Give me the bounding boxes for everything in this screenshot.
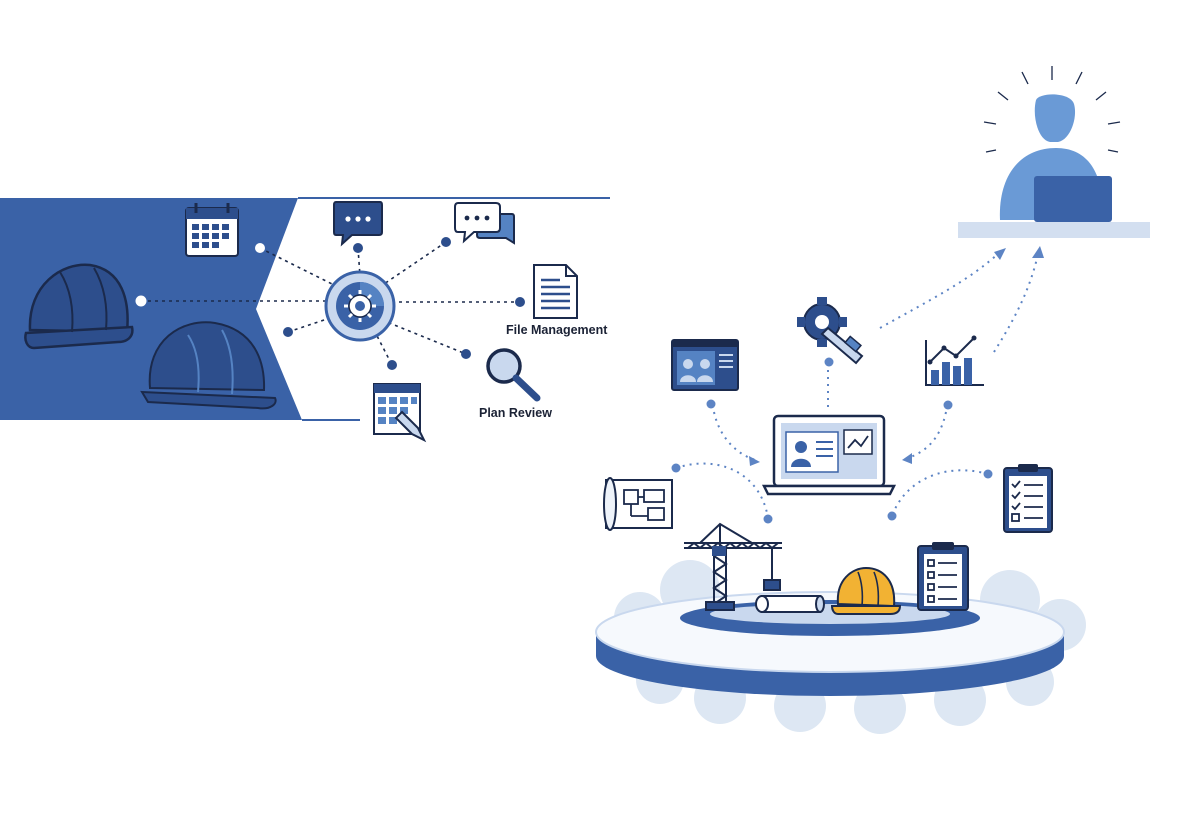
rolled-plans-icon (755, 595, 825, 613)
connector-dots (135, 237, 525, 370)
clipboard-icon (917, 542, 969, 611)
yellow-hardhat-icon (830, 566, 902, 615)
laptop-flow-arrows (675, 370, 989, 519)
crane-icon (684, 522, 782, 611)
gear-wrench-icon (797, 297, 864, 365)
right-workflow-illustration (595, 66, 1150, 734)
bar-chart-icon (925, 335, 984, 386)
crane-cab (712, 546, 726, 556)
magnifier-icon (486, 348, 541, 402)
left-hub-panel: File Management Plan Review (0, 197, 610, 443)
person-laptop-icon (958, 66, 1150, 238)
gear-hub-icon (324, 270, 396, 342)
spreadsheet-pencil-icon (373, 383, 427, 443)
upward-flow-arrows (879, 251, 1039, 353)
chat-bubbles-icon (454, 202, 515, 245)
laptop-profile-icon (761, 414, 897, 496)
calendar-icon (185, 203, 239, 257)
hardhat-icon (24, 263, 134, 350)
plan-review-label: Plan Review (479, 406, 552, 420)
platform-icon (595, 591, 1065, 696)
blueprint-icon (603, 477, 673, 531)
video-conference-icon (671, 339, 739, 391)
document-icon (533, 264, 578, 319)
chat-icon (333, 201, 383, 247)
checklist-clipboard-icon (1003, 464, 1053, 533)
hub-connectors (141, 241, 520, 366)
hardhat-icon (140, 321, 277, 410)
file-management-label: File Management (506, 323, 608, 337)
